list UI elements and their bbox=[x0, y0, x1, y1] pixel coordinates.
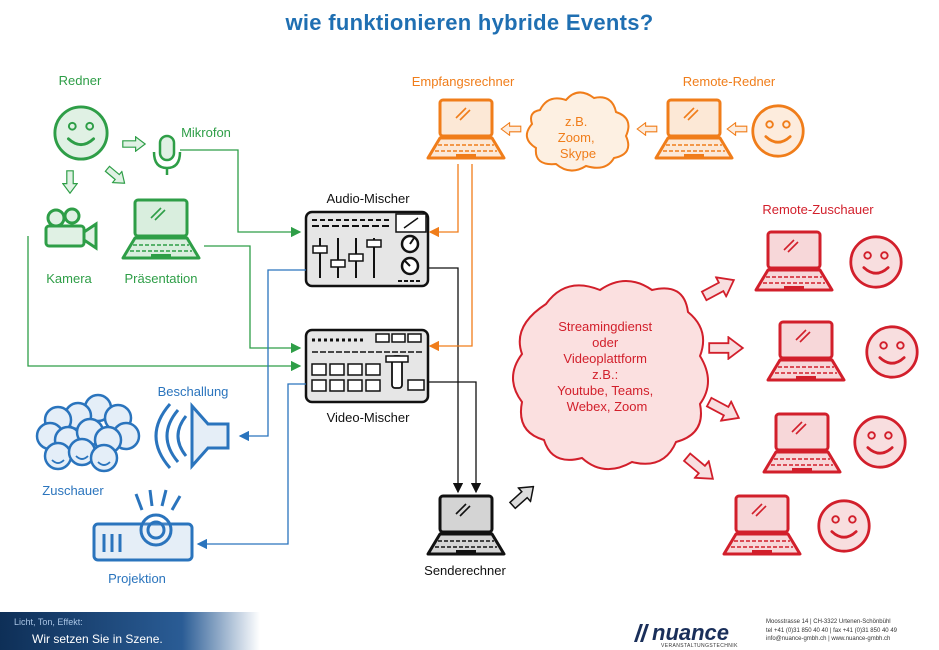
video-mixer-icon bbox=[304, 328, 430, 404]
audio-mixer-icon bbox=[304, 210, 430, 288]
audience-icon bbox=[35, 393, 141, 473]
label-kamera: Kamera bbox=[46, 271, 92, 286]
label-remote-zuschauer: Remote-Zuschauer bbox=[762, 202, 874, 217]
brand-logo-text: nuance bbox=[652, 620, 730, 645]
label-remote-redner: Remote-Redner bbox=[683, 74, 776, 89]
remote-zuschauer-laptop-3-icon bbox=[762, 412, 842, 474]
arrow-smiley-laptop-icon bbox=[726, 122, 748, 136]
remote-zuschauer-smiley-1-icon bbox=[849, 235, 903, 289]
footer: Licht, Ton, Effekt: Wir setzen Sie in Sz… bbox=[0, 612, 939, 650]
cloud-small-line: Zoom, bbox=[558, 130, 595, 145]
line-mikrofon-audio bbox=[180, 149, 302, 238]
streaming-cloud-text: Streamingdienst oder Videoplattform z.B.… bbox=[557, 319, 657, 414]
label-empfangsrechner: Empfangsrechner bbox=[412, 74, 515, 89]
remote-zuschauer-laptop-2-icon bbox=[766, 320, 846, 382]
arrow-stream-zuschauer-1-icon bbox=[698, 269, 740, 307]
label-projektion: Projektion bbox=[108, 571, 166, 586]
stream-line: Youtube, Teams, bbox=[557, 383, 653, 398]
address-line: Moosstrasse 14 | CH-3322 Urtenen-Schönbü… bbox=[766, 619, 891, 625]
arrow-stream-zuschauer-4-icon bbox=[679, 447, 721, 489]
senderechner-laptop-icon bbox=[426, 494, 506, 556]
label-beschallung: Beschallung bbox=[158, 384, 229, 399]
remote-zuschauer-laptop-1-icon bbox=[754, 230, 834, 292]
footer-tagline-top: Licht, Ton, Effekt: bbox=[14, 617, 83, 627]
page-title: wie funktionieren hybride Events? bbox=[285, 10, 654, 35]
brand-subtitle: VERANSTALTUNGSTECHNIK bbox=[661, 643, 738, 649]
arrow-stream-zuschauer-3-icon bbox=[703, 391, 745, 429]
empfangsrechner-laptop-icon bbox=[426, 98, 506, 160]
line-audio-beschallung bbox=[238, 269, 306, 442]
stream-line: Videoplattform bbox=[563, 351, 647, 366]
streaming-cloud-icon bbox=[512, 280, 709, 470]
diagram: Redner Mikrofon Kamera Präsentation Audi… bbox=[27, 73, 919, 586]
footer-address: Moosstrasse 14 | CH-3322 Urtenen-Schönbü… bbox=[766, 618, 897, 644]
remote-zuschauer-laptop-4-icon bbox=[722, 494, 802, 556]
line-praesentation-video bbox=[204, 245, 302, 354]
arrow-senderechner-stream-icon bbox=[505, 479, 541, 513]
label-redner: Redner bbox=[59, 73, 102, 88]
label-mikrofon: Mikrofon bbox=[181, 125, 231, 140]
praesentation-laptop-icon bbox=[121, 198, 201, 260]
label-zuschauer: Zuschauer bbox=[42, 483, 104, 498]
label-praesentation: Präsentation bbox=[125, 271, 198, 286]
address-line: info@nuance-gmbh.ch | www.nuance-gmbh.ch bbox=[766, 636, 891, 642]
line-kamera-video bbox=[27, 236, 302, 372]
stream-line: z.B.: bbox=[592, 367, 618, 382]
camera-icon bbox=[44, 207, 98, 251]
line-empfang-audio bbox=[428, 164, 459, 238]
stream-line: Webex, Zoom bbox=[567, 399, 648, 414]
nuance-logo-icon bbox=[634, 624, 649, 642]
remote-redner-smiley-icon bbox=[751, 104, 805, 158]
line-audio-senderechner bbox=[428, 267, 464, 494]
label-senderechner: Senderechner bbox=[424, 563, 506, 578]
redner-smiley-icon bbox=[53, 105, 109, 161]
stream-line: Streamingdienst bbox=[558, 319, 652, 334]
label-video-mischer: Video-Mischer bbox=[327, 410, 411, 425]
arrow-redner-kamera-icon bbox=[62, 170, 78, 194]
label-audio-mischer: Audio-Mischer bbox=[326, 191, 410, 206]
stream-line: oder bbox=[592, 335, 619, 350]
microphone-icon bbox=[152, 134, 182, 175]
arrow-remoteredner-cloud-icon bbox=[636, 122, 658, 136]
footer-tagline: Wir setzen Sie in Szene. bbox=[32, 632, 163, 646]
cloud-small-icon bbox=[525, 91, 630, 172]
arrow-cloud-empfangsrechner-icon bbox=[500, 122, 522, 136]
arrow-redner-mikrofon-icon bbox=[122, 136, 146, 152]
line-empfang-video bbox=[428, 164, 473, 352]
arrow-stream-zuschauer-2-icon bbox=[708, 336, 744, 360]
address-line: tel +41 (0)31 850 40 40 | fax +41 (0)31 … bbox=[766, 627, 897, 634]
cloud-small-line: z.B. bbox=[565, 114, 587, 129]
remote-zuschauer-smiley-3-icon bbox=[853, 415, 907, 469]
speaker-icon bbox=[154, 402, 230, 470]
line-video-projektion bbox=[196, 383, 306, 550]
line-video-senderechner bbox=[428, 381, 482, 494]
footer-banner: Licht, Ton, Effekt: Wir setzen Sie in Sz… bbox=[0, 612, 260, 650]
projector-icon bbox=[92, 489, 194, 562]
cloud-small-text: z.B. Zoom, Skype bbox=[558, 114, 598, 161]
remote-zuschauer-smiley-2-icon bbox=[865, 325, 919, 379]
arrow-redner-praesentation-icon bbox=[102, 162, 130, 190]
cloud-small-line: Skype bbox=[560, 146, 596, 161]
remote-redner-laptop-icon bbox=[654, 98, 734, 160]
remote-zuschauer-smiley-4-icon bbox=[817, 499, 871, 553]
